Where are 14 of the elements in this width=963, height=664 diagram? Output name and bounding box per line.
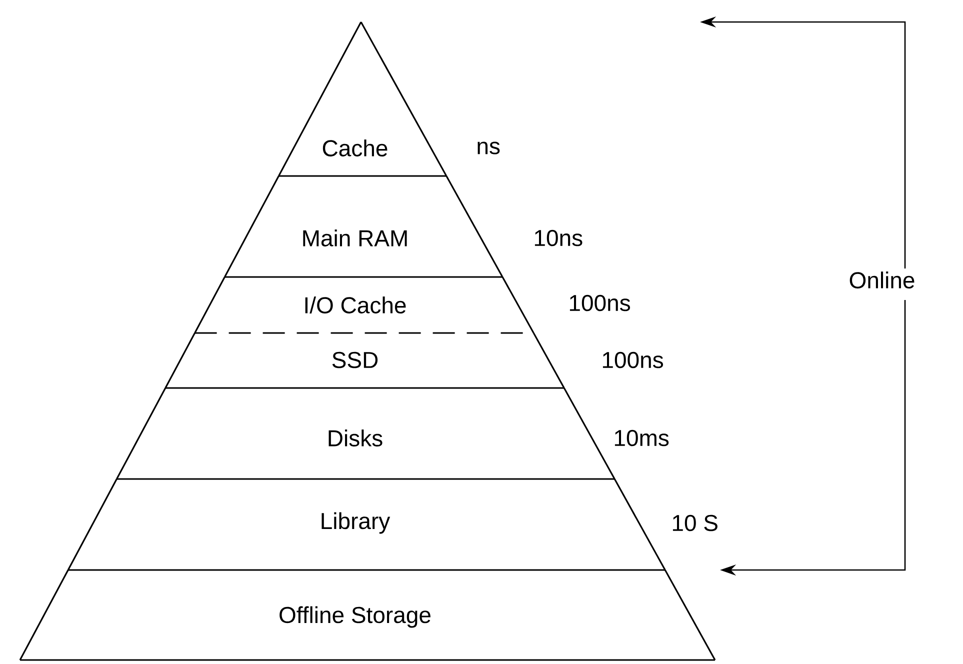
access-time: ns	[478, 142, 500, 154]
access-time: 100ns	[570, 294, 630, 312]
access-time: 10ms	[614, 430, 669, 446]
pyramid-tier: Library	[67, 478, 666, 571]
pyramid-tier: Offline Storage	[19, 570, 716, 661]
pyramid-tier: I/O Cache	[194, 276, 534, 334]
access-time: 10 S	[672, 514, 718, 532]
pyramid-tier: Disks	[116, 388, 616, 480]
pyramid-tier: Main RAM	[224, 176, 504, 278]
pyramid-tier: SSD	[164, 332, 565, 389]
access-time: 10ns	[534, 230, 582, 246]
access-time: 100ns	[602, 352, 664, 368]
bracket-label: Online	[846, 268, 918, 292]
pyramid-apex: Cache	[278, 22, 448, 177]
